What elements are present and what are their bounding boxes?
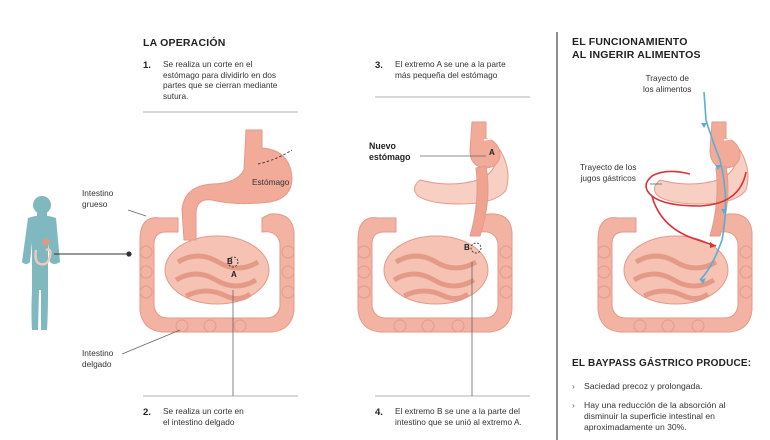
marker-b-1: B bbox=[227, 257, 233, 266]
list-item: › Saciedad precoz y prolongada. bbox=[572, 381, 767, 392]
produces-list: › Saciedad precoz y prolongada. › Hay un… bbox=[572, 381, 767, 433]
step-1-text: Se realiza un corte en el estómago para … bbox=[163, 59, 277, 101]
list-item-line: Hay una reducción de la absorción al bbox=[584, 400, 726, 410]
list-item: › Hay una reducción de la absorción al d… bbox=[572, 400, 767, 433]
body-pointer-dot bbox=[126, 251, 132, 257]
step-3-number: 3. bbox=[375, 60, 383, 71]
step-1-number: 1. bbox=[143, 60, 151, 71]
digestive-system-3 bbox=[597, 121, 753, 333]
functioning-title-line-1: EL FUNCIONAMIENTO bbox=[572, 36, 688, 48]
label-line: los alimentos bbox=[643, 83, 692, 94]
label-line: estómago bbox=[369, 152, 411, 162]
food-trajectory-arrow bbox=[699, 91, 727, 281]
small-intestine-pointer bbox=[121, 329, 181, 355]
step-1-line: sutura. bbox=[163, 90, 189, 101]
step-4-text: El extremo B se une a la parte del intes… bbox=[395, 406, 522, 427]
label-line: delgado bbox=[82, 358, 112, 369]
step-1-line: estómago para dividirlo en dos bbox=[163, 69, 276, 80]
label-line: Trayecto de bbox=[645, 73, 689, 83]
human-figure-icon bbox=[22, 196, 60, 330]
bullet-chevron-icon: › bbox=[572, 400, 575, 410]
stomach-label: Estómago bbox=[252, 177, 290, 187]
marker-a-2: A bbox=[489, 148, 495, 157]
label-line: Intestino bbox=[82, 348, 114, 358]
large-intestine-label: Intestino grueso bbox=[82, 188, 113, 209]
list-item-line: aproximadamente un 30%. bbox=[584, 422, 687, 432]
bullet-chevron-icon: › bbox=[572, 381, 575, 391]
functioning-title: EL FUNCIONAMIENTO AL INGERIR ALIMENTOS bbox=[572, 36, 701, 62]
food-arrowhead bbox=[700, 278, 706, 284]
step-2-text: Se realiza un corte en el intestino delg… bbox=[163, 406, 244, 427]
cut-line-1 bbox=[257, 149, 293, 165]
juice-arrowhead bbox=[710, 242, 716, 248]
marker-a-1: A bbox=[231, 270, 237, 279]
marker-b-2: B bbox=[464, 243, 470, 252]
list-item-text: Hay una reducción de la absorción al dis… bbox=[584, 400, 725, 433]
digestive-system-1 bbox=[139, 129, 295, 333]
suture-line-3 bbox=[723, 137, 755, 143]
step-2-line: el intestino delgado bbox=[163, 416, 235, 427]
step-4-line: El extremo B se une a la parte del bbox=[395, 406, 520, 416]
operation-title: LA OPERACIÓN bbox=[143, 37, 226, 49]
step-4-line: intestino que se unió al extremo A. bbox=[395, 416, 522, 427]
step-3-line: más pequeña del estómago bbox=[395, 69, 498, 80]
digestive-system-2 bbox=[357, 121, 513, 333]
step-2-number: 2. bbox=[143, 407, 151, 418]
produces-title: EL BAYPASS GÁSTRICO PRODUCE: bbox=[572, 358, 752, 369]
food-trajectory-label: Trayecto de los alimentos bbox=[643, 73, 691, 94]
step-1-line: Se realiza un corte en el bbox=[163, 59, 253, 69]
label-line: Nuevo bbox=[369, 141, 396, 151]
label-line: Trayecto de los bbox=[580, 162, 637, 172]
cut-mark-1 bbox=[227, 256, 239, 268]
large-intestine-pointer bbox=[127, 209, 147, 217]
list-item-line: Saciedad precoz y prolongada. bbox=[584, 381, 703, 391]
label-line: grueso bbox=[82, 198, 108, 209]
step-1-line: partes que se cierran mediante bbox=[163, 80, 278, 90]
cut-mark-2 bbox=[470, 242, 482, 254]
functioning-title-line-2: AL INGERIR ALIMENTOS bbox=[572, 49, 701, 61]
list-item-text: Saciedad precoz y prolongada. bbox=[584, 381, 702, 392]
step-3-line: El extremo A se une a la parte bbox=[395, 59, 506, 69]
step-3-text: El extremo A se une a la parte más peque… bbox=[395, 59, 506, 80]
juice-trajectory-label: Trayecto de los jugos gástricos bbox=[580, 162, 636, 183]
label-line: jugos gástricos bbox=[580, 172, 636, 183]
new-stomach-label: Nuevo estómago bbox=[369, 141, 411, 163]
step-2-line: Se realiza un corte en bbox=[163, 406, 244, 416]
suture-line bbox=[483, 137, 515, 143]
list-item-line: disminuir la superficie intestinal en bbox=[584, 411, 715, 421]
step-4-number: 4. bbox=[375, 407, 383, 418]
small-intestine-label: Intestino delgado bbox=[82, 348, 113, 369]
label-line: Intestino bbox=[82, 188, 114, 198]
